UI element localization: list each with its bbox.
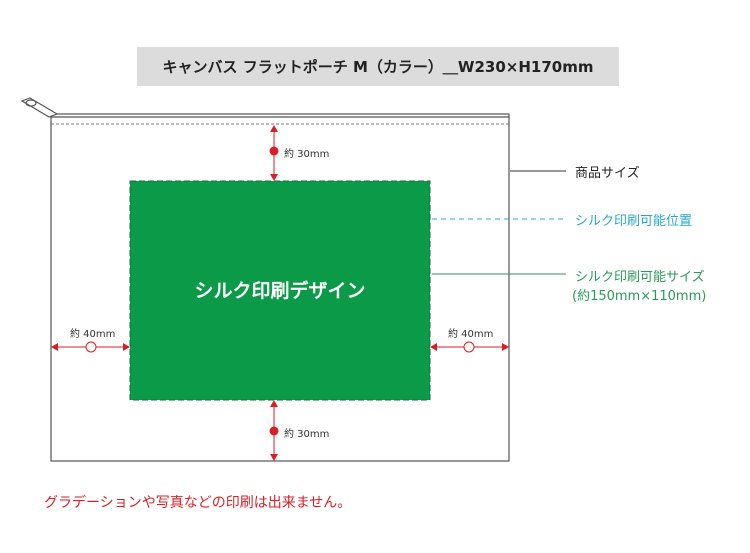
zipper-pull-icon bbox=[20, 97, 59, 118]
product-size-label: 商品サイズ bbox=[575, 166, 640, 181]
print-size-dims: (約150mm×110mm) bbox=[572, 289, 707, 304]
bottom-dimension bbox=[269, 400, 279, 461]
right-margin-label: 約 40mm bbox=[448, 329, 494, 340]
top-dimension bbox=[269, 125, 279, 181]
page-title: キャンバス フラットポーチ M（カラー）＿W230×H170mm bbox=[162, 58, 594, 76]
left-margin-label: 約 40mm bbox=[70, 329, 116, 340]
print-design-area bbox=[129, 180, 431, 401]
design-label: シルク印刷デザイン bbox=[194, 280, 366, 302]
print-area-label: シルク印刷可能位置 bbox=[575, 214, 693, 229]
right-dimension bbox=[430, 341, 509, 353]
footer-note: グラデーションや写真などの印刷は出来ません。 bbox=[44, 495, 352, 511]
left-dimension bbox=[51, 341, 130, 353]
print-size-label: シルク印刷可能サイズ bbox=[575, 270, 705, 285]
title-bar: キャンバス フラットポーチ M（カラー）＿W230×H170mm bbox=[137, 47, 619, 86]
bottom-margin-label: 約 30mm bbox=[284, 429, 330, 440]
top-margin-label: 約 30mm bbox=[284, 149, 330, 160]
